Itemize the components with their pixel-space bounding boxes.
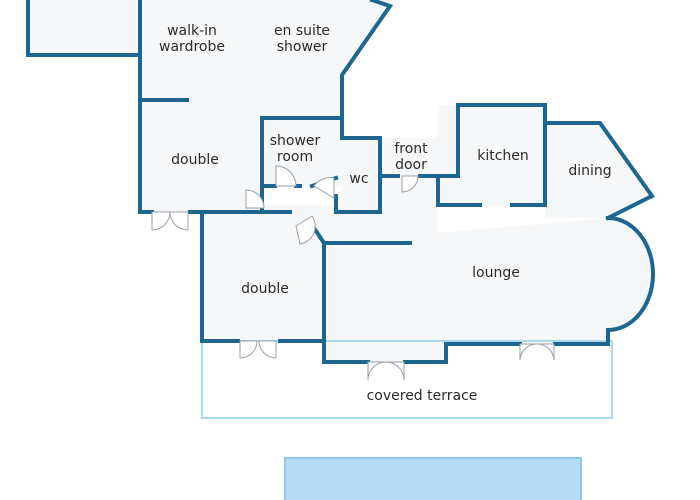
door-wc[interactable] xyxy=(313,177,335,199)
label-dining: dining xyxy=(568,163,612,179)
shower-room-floor xyxy=(262,118,342,186)
wall-lower-double xyxy=(200,210,240,343)
lounge-floor xyxy=(324,218,654,362)
wall-top-left-room xyxy=(26,0,142,57)
label-covered-terrace: covered terrace xyxy=(366,388,478,404)
wall-wc xyxy=(334,136,382,214)
wall-lounge-bottom xyxy=(553,328,610,346)
wall-ensuite-angle xyxy=(340,0,394,120)
walls xyxy=(26,0,655,364)
wall-shower-room xyxy=(260,116,344,188)
door-upper-double-right[interactable] xyxy=(169,211,189,231)
upper-wing-floor xyxy=(140,0,390,102)
wall-kitchen xyxy=(436,103,547,207)
floor-areas xyxy=(28,0,654,362)
label-wc: wc xyxy=(349,171,369,187)
door-lounge-left-a[interactable] xyxy=(367,361,387,381)
label-lounge: lounge xyxy=(472,265,520,281)
door-shower-room[interactable] xyxy=(275,165,297,187)
wall-lounge-bay xyxy=(605,215,655,333)
door-lounge-right-a[interactable] xyxy=(519,343,538,361)
wall-dining xyxy=(543,121,655,221)
covered-terrace-outline xyxy=(201,340,613,419)
label-shower-room: shower room xyxy=(269,133,321,165)
top-left-room-floor xyxy=(28,0,140,55)
door-lower-double-right[interactable] xyxy=(258,340,277,359)
door-hall-lower[interactable] xyxy=(295,215,316,245)
door-lounge-right-b[interactable] xyxy=(536,343,555,361)
door-upper-double-left[interactable] xyxy=(151,211,171,231)
label-walk-in-wardrobe: walk-in wardrobe xyxy=(159,23,225,55)
label-upper-double: double xyxy=(171,152,219,168)
door-lounge-left-b[interactable] xyxy=(385,361,405,381)
pool xyxy=(284,457,582,500)
doors xyxy=(151,165,555,381)
door-lower-double-left[interactable] xyxy=(239,340,258,359)
label-en-suite-shower: en suite shower xyxy=(273,23,331,55)
wall-lounge-step xyxy=(403,342,448,364)
dining-floor xyxy=(545,123,652,218)
upper-double-floor xyxy=(140,102,342,212)
door-front[interactable] xyxy=(401,175,419,193)
label-front-door: front door xyxy=(394,141,428,173)
label-lower-double: double xyxy=(241,281,289,297)
door-hall-left[interactable] xyxy=(245,189,265,209)
label-kitchen: kitchen xyxy=(477,148,529,164)
kitchen-floor xyxy=(438,105,545,205)
wc-floor xyxy=(342,138,380,213)
